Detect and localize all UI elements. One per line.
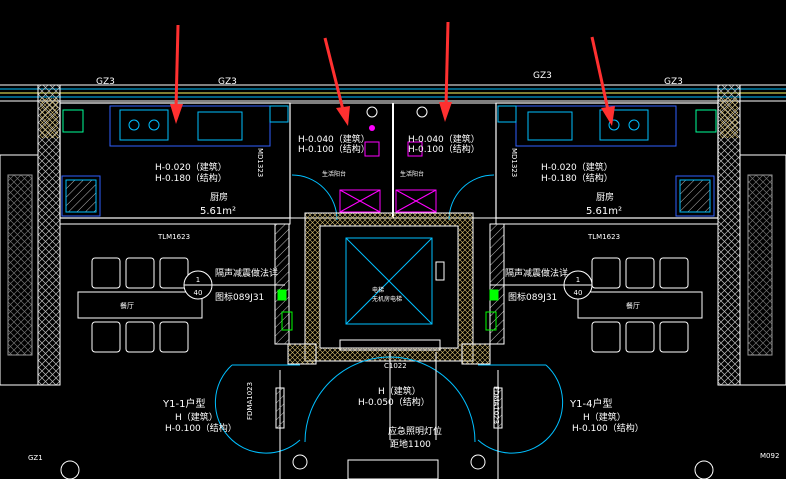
grid-tag: GZ3 — [96, 77, 115, 87]
corridor-note-1: 应急照明灯位 — [388, 425, 442, 437]
unit-right-elev-2: H-0.180（结构） — [541, 172, 613, 184]
shaft-left-elev-2: H-0.100（结构） — [298, 143, 370, 155]
grid-tag: GZ3 — [218, 77, 237, 87]
unit-right-living: 餐厅 — [626, 301, 640, 310]
unit-left-area: 5.61m² — [200, 206, 236, 217]
shaft-right-elev-1: H-0.040（建筑） — [408, 133, 480, 145]
grid-tag: GZ3 — [533, 71, 552, 81]
unit-left-type: Y1-1户型 — [162, 397, 205, 410]
corridor-elev-1: H（建筑） — [378, 385, 421, 397]
unit-right-elev-3: H（建筑） — [583, 411, 626, 423]
unit-right-note: 隔声减震做法详 — [505, 267, 568, 279]
unit-left-index-bottom: 40 — [194, 289, 203, 297]
unit-left-living: 餐厅 — [120, 301, 134, 310]
unit-right-index-bottom: 40 — [574, 289, 583, 297]
unit-right-ref: 图标089J31 — [508, 291, 557, 303]
unit-left-window: TLM1623 — [157, 233, 190, 241]
unit-right-door: MD1323 — [510, 148, 518, 177]
dining-left — [77, 257, 203, 353]
elevator-core — [304, 212, 474, 362]
annotation-arrows — [170, 21, 615, 126]
unit-left-elev-2: H-0.180（结构） — [155, 172, 227, 184]
unit-left-ref: 图标089J31 — [215, 291, 264, 303]
unit-right-type: Y1-4户型 — [569, 397, 612, 410]
unit-left-elev-1: H-0.020（建筑） — [155, 161, 227, 173]
unit-right-elev-1: H-0.020（建筑） — [541, 161, 613, 173]
red-arrow-icon — [439, 21, 452, 122]
unit-right-window: TLM1623 — [587, 233, 620, 241]
unit-right-index-top: 1 — [576, 276, 580, 284]
outer-walls — [0, 84, 786, 386]
unit-left-door: MD1323 — [256, 148, 264, 177]
center-shafts — [289, 102, 497, 221]
dining-right — [577, 257, 703, 353]
unit-right-room: 厨房 — [596, 191, 614, 203]
unit-left-room: 厨房 — [210, 191, 228, 203]
elevator-label-2: 无机房电梯 — [372, 295, 402, 303]
interior-walls — [59, 217, 719, 365]
unit-right-side-tag: M092 — [760, 452, 779, 460]
shaft-left-label: 生活阳台 — [322, 170, 346, 178]
shaft-left-elev-1: H-0.040（建筑） — [298, 133, 370, 145]
corridor-fire-door-left: FDMA1023 — [246, 382, 254, 420]
unit-right-elev-4: H-0.100（结构） — [572, 422, 644, 434]
corridor-fire-door-right: FDMA1023 — [492, 386, 500, 424]
elevator-label-1: 电梯 — [372, 286, 384, 294]
red-arrow-icon — [590, 36, 615, 126]
corridor-note-2: 距地1100 — [390, 438, 431, 450]
shaft-right-elev-2: H-0.100（结构） — [408, 143, 480, 155]
unit-left-side-tag: GZ1 — [28, 454, 43, 462]
corridor — [60, 352, 714, 479]
grid-tag: GZ3 — [664, 77, 683, 87]
red-arrow-icon — [170, 24, 183, 124]
roof-lines — [0, 84, 786, 102]
index-circle-right — [490, 270, 593, 300]
unit-left-elev-3: H（建筑） — [175, 411, 218, 423]
index-circle-left — [183, 270, 285, 300]
unit-left-note: 隔声减震做法详 — [215, 267, 278, 279]
unit-left-elev-4: H-0.100（结构） — [165, 422, 237, 434]
red-arrow-icon — [323, 37, 350, 126]
unit-right-area: 5.61m² — [586, 206, 622, 217]
unit-left-index-top: 1 — [196, 276, 200, 284]
corridor-door-tag: C1022 — [384, 362, 407, 370]
corridor-elev-2: H-0.050（结构） — [358, 396, 430, 408]
shaft-right-label: 生活阳台 — [400, 170, 424, 178]
